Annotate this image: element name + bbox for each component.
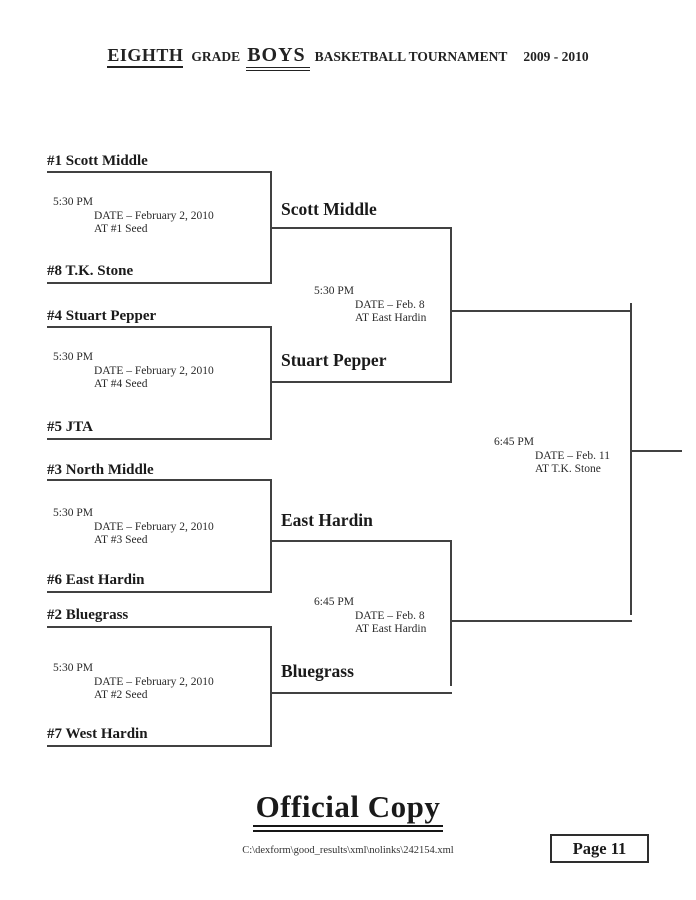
round1-game4-winner: Bluegrass: [281, 661, 354, 681]
final-top-feed-line: [450, 310, 631, 312]
champion-line: [630, 450, 682, 452]
page-title: EIGHTH GRADE BOYS BASKETBALL TOURNAMENT 2009…: [0, 44, 696, 71]
title-event-label: BASKETBALL TOURNAMENT: [314, 49, 508, 64]
game-venue: AT T.K. Stone: [535, 463, 601, 475]
round1-game1-top-team: #1 Scott Middle: [47, 153, 148, 169]
game-time: 6:45 PM: [314, 596, 354, 608]
semifinal2-top-line: [270, 540, 452, 542]
round1-game2-bottom-line: [47, 438, 272, 440]
game-time: 5:30 PM: [53, 351, 93, 363]
round1-game2-connector: [270, 326, 272, 440]
game-date: DATE – Feb. 8: [355, 298, 425, 311]
semifinal2-details: 6:45 PM DATE – Feb. 8 AT East Hardin: [314, 596, 426, 637]
round1-game1-bottom-team: #8 T.K. Stone: [47, 263, 134, 279]
game-venue: AT East Hardin: [355, 312, 427, 324]
official-copy-text: Official Copy: [252, 789, 444, 832]
round1-game4-top-team: #2 Bluegrass: [47, 607, 129, 623]
round1-game2-winner: Stuart Pepper: [281, 350, 387, 370]
round1-game1-winner: Scott Middle: [281, 199, 377, 219]
game-venue: AT #3 Seed: [94, 534, 148, 546]
file-path-text: C:\dexform\good_results\xml\nolinks\2421…: [242, 845, 454, 856]
semifinal1-bottom-line: [270, 381, 452, 383]
title-season: 2009 - 2010: [523, 49, 589, 64]
round1-game2-top-team: #4 Stuart Pepper: [47, 308, 157, 324]
round1-game3-connector: [270, 479, 272, 593]
semifinal1-connector: [450, 227, 452, 383]
semifinal2-connector: [450, 540, 452, 686]
title-grade-word: EIGHTH: [107, 45, 184, 68]
official-copy-stamp: Official Copy: [0, 789, 696, 832]
game-time: 5:30 PM: [53, 507, 93, 519]
round1-game1-top-line: [47, 171, 272, 173]
title-grade-label: GRADE: [191, 49, 241, 64]
game-date: DATE – Feb. 11: [535, 449, 610, 462]
round1-game4-bottom-line: [47, 745, 272, 747]
game-date: DATE – February 2, 2010: [94, 209, 214, 222]
round1-game2-details: 5:30 PM DATE – February 2, 2010 AT #4 Se…: [53, 351, 214, 392]
game-time: 5:30 PM: [314, 285, 354, 297]
final-bottom-feed-line: [450, 620, 632, 622]
game-date: DATE – February 2, 2010: [94, 675, 214, 688]
title-gender-word: BOYS: [246, 44, 310, 71]
game-date: DATE – Feb. 8: [355, 609, 425, 622]
round1-game4-top-line: [47, 626, 272, 628]
championship-details: 6:45 PM DATE – Feb. 11 AT T.K. Stone: [494, 436, 610, 477]
game-venue: AT East Hardin: [355, 623, 427, 635]
round1-game4-bottom-team: #7 West Hardin: [47, 726, 148, 742]
round1-game2-top-line: [47, 326, 272, 328]
round1-game1-details: 5:30 PM DATE – February 2, 2010 AT #1 Se…: [53, 196, 214, 237]
round1-game4-details: 5:30 PM DATE – February 2, 2010 AT #2 Se…: [53, 662, 214, 703]
round1-game1-bottom-line: [47, 282, 272, 284]
game-date: DATE – February 2, 2010: [94, 520, 214, 533]
semifinal2-bottom-line: [270, 692, 452, 694]
round1-game4-connector: [270, 626, 272, 746]
round1-game3-winner: East Hardin: [281, 510, 373, 530]
round1-game3-top-team: #3 North Middle: [47, 462, 154, 478]
round1-game3-bottom-team: #6 East Hardin: [47, 572, 145, 588]
round1-game3-top-line: [47, 479, 272, 481]
semifinal1-top-line: [270, 227, 452, 229]
round1-game3-bottom-line: [47, 591, 272, 593]
semifinal1-details: 5:30 PM DATE – Feb. 8 AT East Hardin: [314, 285, 426, 326]
game-time: 6:45 PM: [494, 436, 534, 448]
round1-game2-bottom-team: #5 JTA: [47, 419, 93, 435]
game-venue: AT #1 Seed: [94, 223, 148, 235]
game-venue: AT #4 Seed: [94, 378, 148, 390]
game-date: DATE – February 2, 2010: [94, 364, 214, 377]
round1-game3-details: 5:30 PM DATE – February 2, 2010 AT #3 Se…: [53, 507, 214, 548]
game-time: 5:30 PM: [53, 196, 93, 208]
championship-connector: [630, 303, 632, 615]
page-number-box: Page 11: [550, 834, 649, 863]
game-time: 5:30 PM: [53, 662, 93, 674]
game-venue: AT #2 Seed: [94, 689, 148, 701]
